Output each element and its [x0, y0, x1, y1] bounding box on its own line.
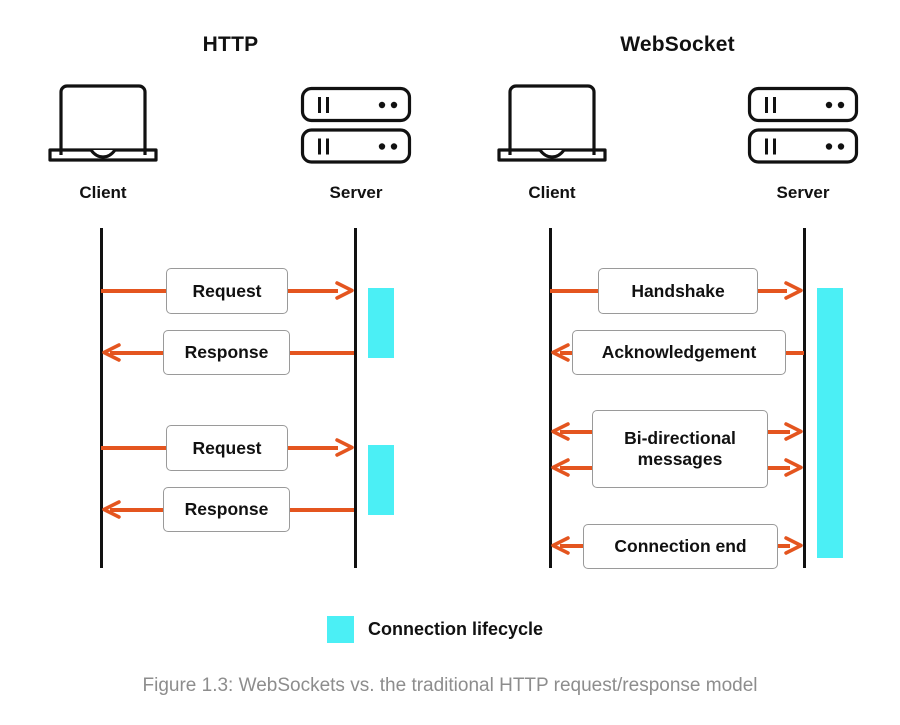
legend-label-connection-lifecycle: Connection lifecycle [368, 619, 544, 639]
server-icon [747, 86, 859, 166]
panel-title-http: HTTP [202, 33, 259, 56]
arrow-line-http-response-1-left [110, 351, 166, 355]
arrow-head-left [547, 534, 573, 557]
arrow-head-right [781, 279, 807, 302]
http-client-label: Client [79, 183, 127, 202]
arrow-line-http-request-2-right [286, 446, 338, 450]
arrow-head-right [781, 456, 807, 479]
lifecycle-bar-http-2 [368, 445, 394, 515]
arrow-line-ws-connection-end-left [560, 544, 584, 548]
lifeline-ws-client [549, 228, 552, 568]
message-box-ws-connection-end: Connection end [583, 524, 778, 569]
figure-caption: Figure 1.3: WebSockets vs. the tradition… [142, 675, 758, 696]
server-icon [300, 86, 412, 166]
arrow-head-left [547, 456, 573, 479]
message-box-ws-bidirectional: Bi-directional messages [592, 410, 768, 488]
laptop-icon [47, 80, 159, 165]
arrow-head-right [781, 534, 807, 557]
arrow-line-ws-connection-end-right [776, 544, 790, 548]
message-box-http-request-1: Request [166, 268, 288, 314]
arrow-line-ws-bidi-bottom-right [768, 466, 790, 470]
legend-swatch-connection-lifecycle [327, 616, 354, 643]
ws-bidirectional-line-1: Bi-directional [624, 428, 736, 449]
arrow-head-left [98, 498, 124, 521]
arrow-line-ws-bidi-top-right [768, 430, 790, 434]
arrow-line-ws-handshake-right [757, 289, 787, 293]
panel-title-websocket: WebSocket [620, 33, 735, 56]
arrow-line-http-response-2-left [110, 508, 166, 512]
arrow-line-http-request-1-right [286, 289, 338, 293]
arrow-head-left [98, 341, 124, 364]
laptop-icon [496, 80, 608, 165]
arrow-line-ws-ack-right [774, 351, 804, 355]
lifeline-http-server [354, 228, 357, 568]
lifecycle-bar-http-1 [368, 288, 394, 358]
message-box-http-request-2: Request [166, 425, 288, 471]
http-server-label: Server [329, 183, 383, 202]
message-box-ws-acknowledgement: Acknowledgement [572, 330, 786, 375]
arrow-line-ws-bidi-bottom-left [560, 466, 592, 470]
arrow-head-left [547, 420, 573, 443]
ws-client-label: Client [528, 183, 576, 202]
ws-bidirectional-line-2: messages [637, 449, 723, 469]
lifecycle-bar-ws-1 [817, 288, 843, 558]
arrow-line-http-response-2-right [288, 508, 354, 512]
arrow-line-http-request-1-left [101, 289, 169, 293]
lifeline-ws-server [803, 228, 806, 568]
arrow-line-http-response-1-right [288, 351, 354, 355]
arrow-head-right [332, 436, 358, 459]
arrow-line-ws-bidi-top-left [560, 430, 592, 434]
message-box-http-response-2: Response [163, 487, 290, 532]
arrow-head-right [332, 279, 358, 302]
message-box-ws-handshake: Handshake [598, 268, 758, 314]
arrow-line-ws-ack-left [560, 351, 582, 355]
lifeline-http-client [100, 228, 103, 568]
arrow-line-ws-handshake-left [550, 289, 600, 293]
arrow-head-left [547, 341, 573, 364]
message-box-http-response-1: Response [163, 330, 290, 375]
arrow-line-http-request-2-left [101, 446, 169, 450]
arrow-head-right [781, 420, 807, 443]
ws-server-label: Server [776, 183, 830, 202]
